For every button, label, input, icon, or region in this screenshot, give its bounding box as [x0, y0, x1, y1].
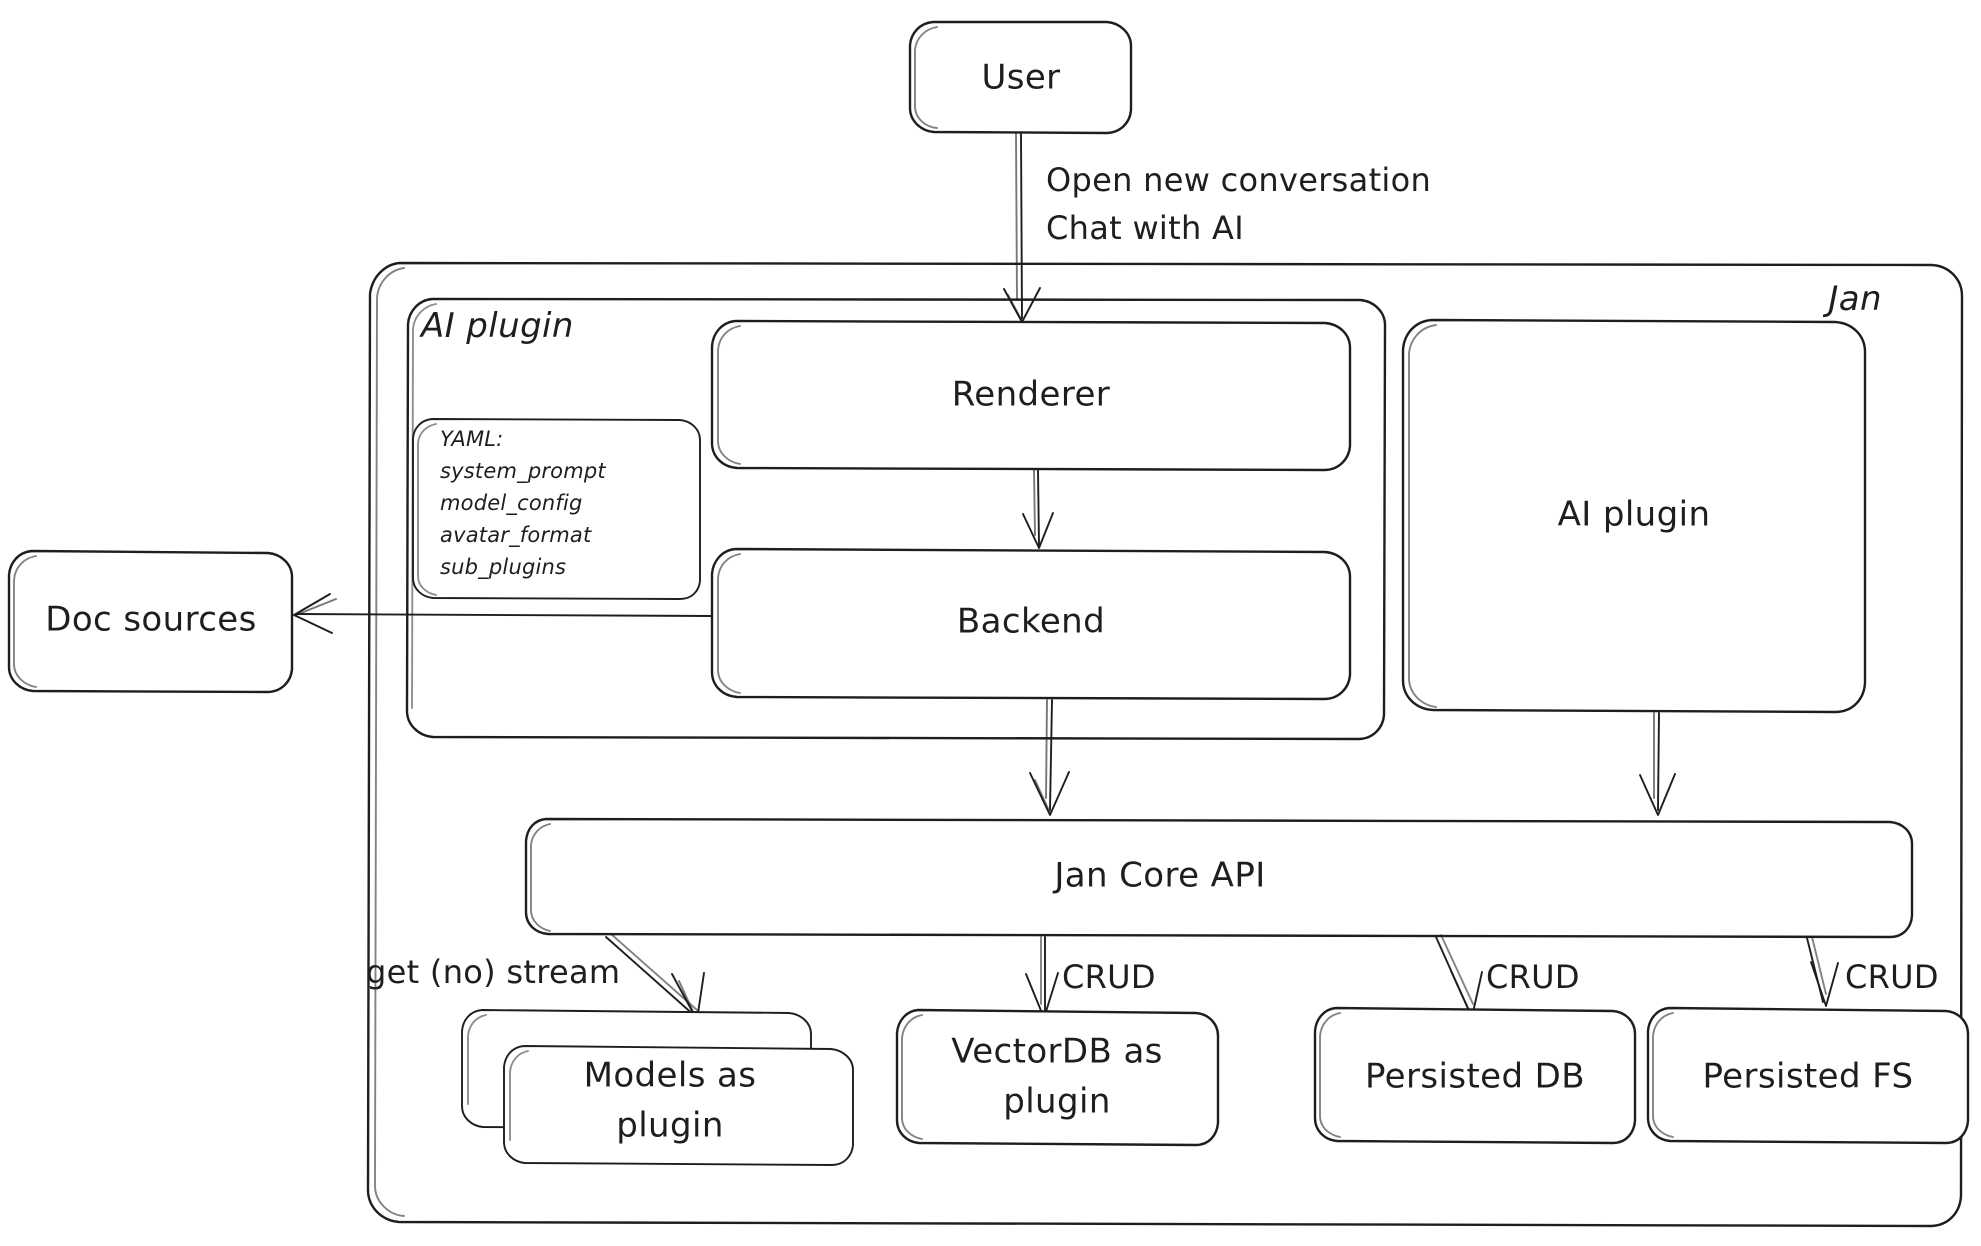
node-jan-core-api-label: Jan Core API	[1052, 856, 1265, 896]
edge-ai-plugin-to-core	[1639, 712, 1676, 816]
node-vectordb-as-plugin-label-line2: plugin	[1003, 1082, 1111, 1122]
node-persisted-fs[interactable]: Persisted FS	[1646, 1006, 1970, 1145]
yaml-line-4: sub_plugins	[440, 555, 566, 580]
node-user[interactable]: User	[908, 20, 1133, 135]
node-renderer-label: Renderer	[952, 375, 1110, 415]
edge-backend-to-doc-sources	[293, 593, 713, 634]
node-doc-sources-label: Doc sources	[45, 600, 257, 640]
edge-core-to-persisted-db	[1435, 934, 1483, 1018]
node-ai-plugin-box[interactable]: AI plugin	[1401, 318, 1867, 714]
edge-renderer-to-backend	[1022, 469, 1054, 549]
node-jan-container[interactable]	[366, 261, 1964, 1228]
node-models-as-plugin-label-line1: Models as	[584, 1056, 757, 1096]
edge-core-to-models-label: get (no) stream	[366, 953, 620, 991]
node-jan-core-api[interactable]: Jan Core API	[524, 817, 1914, 939]
yaml-line-0: YAML:	[440, 427, 503, 451]
node-user-label: User	[981, 58, 1060, 98]
node-ai-plugin-box-label: AI plugin	[1558, 495, 1711, 535]
edge-core-to-vectordb-label: CRUD	[1062, 958, 1156, 996]
node-vectordb-as-plugin[interactable]: VectorDB as plugin	[895, 1008, 1220, 1147]
yaml-line-1: system_prompt	[440, 459, 606, 484]
node-models-as-plugin-label-line2: plugin	[616, 1106, 724, 1146]
node-persisted-fs-label: Persisted FS	[1702, 1057, 1913, 1097]
node-yaml-card[interactable]: YAML: system_prompt model_config avatar_…	[412, 418, 701, 600]
node-persisted-db-label: Persisted DB	[1365, 1057, 1585, 1097]
edge-user-to-renderer-label-line2: Chat with AI	[1046, 209, 1244, 247]
yaml-line-3: avatar_format	[440, 523, 592, 548]
edge-core-to-vectordb	[1025, 936, 1059, 1019]
node-backend-label: Backend	[957, 602, 1105, 642]
edge-user-to-renderer-label-line1: Open new conversation	[1046, 161, 1431, 199]
edge-backend-to-core	[1029, 699, 1070, 816]
edge-core-to-persisted-fs-label: CRUD	[1845, 958, 1939, 996]
yaml-line-2: model_config	[440, 491, 583, 516]
ai-plugin-group-label: AI plugin	[419, 306, 574, 346]
node-models-as-plugin[interactable]: Models as plugin	[461, 1009, 854, 1166]
jan-container-label: Jan	[1822, 279, 1882, 319]
node-doc-sources[interactable]: Doc sources	[7, 549, 294, 694]
node-persisted-db[interactable]: Persisted DB	[1313, 1006, 1637, 1145]
edge-user-to-renderer	[1003, 133, 1041, 323]
node-backend[interactable]: Backend	[710, 547, 1352, 701]
node-ai-plugin-group[interactable]	[405, 297, 1387, 741]
edge-core-to-persisted-db-label: CRUD	[1486, 958, 1580, 996]
edge-core-to-persisted-fs	[1806, 936, 1839, 1007]
node-vectordb-as-plugin-label-line1: VectorDB as	[951, 1032, 1163, 1072]
node-renderer[interactable]: Renderer	[710, 319, 1352, 472]
edge-core-to-models	[605, 933, 705, 1021]
